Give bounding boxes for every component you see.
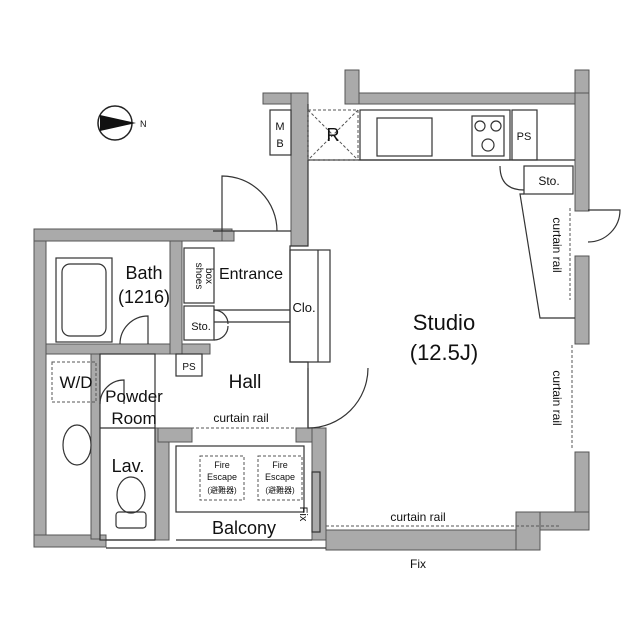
wd-label: W/D [59, 373, 92, 392]
powder-room-label-line1: Powder [105, 387, 163, 406]
fire-escape-2-line1: Fire [272, 460, 288, 470]
toilet-icon [115, 476, 147, 529]
curtain-rail-studio: curtain rail [390, 510, 445, 524]
bath-label: Bath [125, 263, 162, 283]
storage-kitchen-label: Sto. [538, 174, 559, 188]
ps-kitchen-label-p: PS [517, 131, 532, 143]
fire-escape-labels: Fire Escape (避難器) Fire Escape (避難器) [207, 460, 295, 495]
compass-label: N [140, 119, 147, 129]
mb-label-line1: M [275, 121, 284, 133]
lav-label: Lav. [112, 456, 145, 476]
fire-escape-1-line1: Fire [214, 460, 230, 470]
doors [99, 175, 621, 429]
fire-escape-1-line2: Escape [207, 472, 237, 482]
fire-escape-2-line2: Escape [265, 472, 295, 482]
closet-label: Clo. [292, 300, 315, 315]
room-labels: Studio (12.5J) Bath (1216) Entrance Hall… [59, 174, 559, 538]
refrigerator-icon [307, 109, 359, 161]
fire-escape-1-line3: (避難器) [207, 485, 237, 495]
stove-icon [471, 115, 505, 157]
balcony-label: Balcony [212, 518, 276, 538]
bath-size: (1216) [118, 287, 170, 307]
powder-room-label-line2: Room [111, 409, 156, 428]
annotations: curtain rail curtain rail curtain rail c… [213, 217, 564, 571]
north-arrow-icon: N [97, 105, 147, 141]
fixture-labels: M B PS PS R shoes box [182, 121, 531, 373]
studio-label: Studio [413, 310, 475, 335]
fix-bottom-label: Fix [410, 557, 426, 571]
mb-label-line2: B [276, 138, 283, 150]
storage-entrance-label: Sto. [191, 321, 211, 333]
curtain-rail-hall: curtain rail [213, 411, 268, 425]
fire-escape-2-line3: (避難器) [265, 485, 295, 495]
shoes-box-label-line1: shoes [193, 263, 204, 290]
fix-side-label: Fix [297, 507, 309, 522]
bathtub-icon [55, 257, 113, 343]
refrigerator-label: R [327, 125, 340, 145]
shoes-box-label-line2: box [203, 268, 214, 284]
curtain-rail-right-lower: curtain rail [550, 370, 564, 425]
sink-icon [62, 424, 92, 466]
hall-label: Hall [229, 372, 262, 393]
studio-size: (12.5J) [410, 340, 478, 365]
curtain-rail-right-upper: curtain rail [550, 217, 564, 272]
entrance-label: Entrance [219, 266, 283, 283]
ps-hall-label: PS [182, 362, 196, 373]
walls [33, 69, 590, 551]
